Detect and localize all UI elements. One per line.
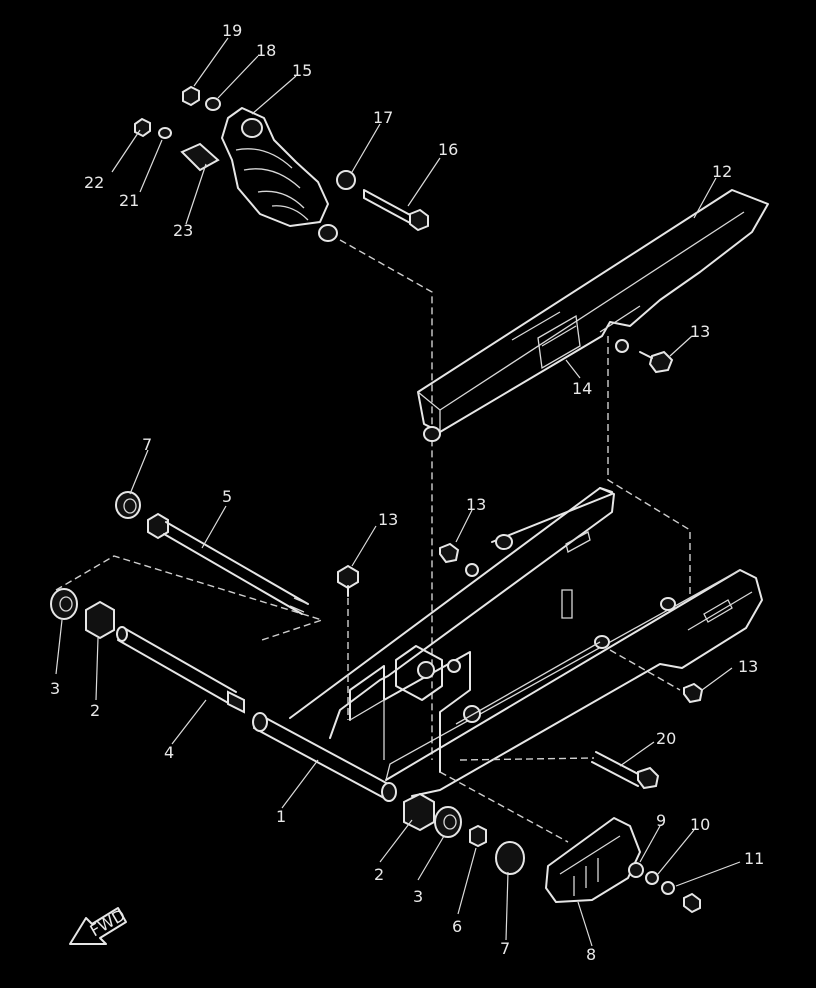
rear-shock-group: [134, 85, 433, 760]
pivot-parts-right: [403, 771, 569, 875]
callout-3-b: 3: [413, 887, 423, 906]
part-3-bearing-a: [50, 588, 78, 620]
chain-guide-group: [545, 817, 701, 914]
callout-7-a: 7: [142, 435, 152, 454]
part-13-screw-c: [439, 542, 460, 564]
part-4-shaft: [117, 627, 237, 705]
part-2-bushing-a: [85, 600, 115, 640]
callout-18: 18: [256, 41, 276, 60]
part-17-collar: [336, 170, 356, 190]
callout-11: 11: [744, 849, 764, 868]
callout-13-c: 13: [466, 495, 486, 514]
shock-upper-eye: [241, 118, 263, 138]
part-5-pivot-bolt: [163, 521, 309, 615]
callout-2-a: 2: [90, 701, 100, 720]
part-13-screw-a: [648, 350, 674, 374]
swingarm-group: [252, 487, 763, 802]
callout-12: 12: [712, 162, 732, 181]
part-23-collar: [180, 142, 220, 172]
part-15-shock-absorber: [221, 107, 329, 227]
callout-22: 22: [84, 173, 104, 192]
callout-3-a: 3: [50, 679, 60, 698]
part-14-label: [537, 314, 581, 370]
part-10-washer: [645, 871, 659, 885]
callout-14: 14: [572, 379, 592, 398]
pivot-parts-left: [50, 491, 704, 790]
callout-2-b: 2: [374, 865, 384, 884]
callout-5: 5: [222, 487, 232, 506]
part-13-screw-b: [337, 564, 359, 590]
part-3-bearing-b: [434, 806, 462, 838]
callout-6: 6: [452, 917, 462, 936]
part-18-washer: [205, 97, 221, 111]
part-1-pivot-tube: [253, 715, 393, 799]
chain-case-group: [417, 189, 769, 596]
part-13-screw-d: [683, 682, 704, 704]
callout-13-d: 13: [738, 657, 758, 676]
callout-4: 4: [164, 743, 174, 762]
callout-23: 23: [173, 221, 193, 240]
part-6-nut: [469, 824, 487, 848]
callout-9: 9: [656, 811, 666, 830]
part-11-bolt: [683, 892, 701, 914]
callout-21: 21: [119, 191, 139, 210]
leader-lines: [55, 37, 741, 947]
part-16-bolt-head: [409, 208, 429, 232]
shock-lower-eye: [318, 224, 338, 242]
part-9-washer: [628, 862, 644, 878]
callout-16: 16: [438, 140, 458, 159]
part-19-nut: [182, 85, 200, 107]
callout-7-b: 7: [500, 939, 510, 958]
callout-19: 19: [222, 21, 242, 40]
part-7-cap-b: [495, 841, 525, 875]
swingarm-right-arm: [385, 569, 763, 797]
part-8-chain-guide: [545, 817, 641, 903]
fwd-arrow: FWD: [69, 905, 129, 945]
callouts: 19 18 15 17 16 22 21 23 12 13 14 7 5 13 …: [50, 21, 764, 964]
part-16-bolt: [363, 189, 413, 225]
part-5-pivot-bolt-head: [147, 512, 169, 540]
part-11-washer: [661, 881, 675, 895]
chain-case-mount-eye: [423, 426, 441, 442]
swingarm-left-arm: [289, 487, 615, 739]
callout-8: 8: [586, 945, 596, 964]
callout-17: 17: [373, 108, 393, 127]
part-21-washer: [158, 127, 172, 139]
callout-10: 10: [690, 815, 710, 834]
callout-20: 20: [656, 729, 676, 748]
part-20-bolt: [591, 751, 643, 787]
callout-13-a: 13: [690, 322, 710, 341]
callout-13-b: 13: [378, 510, 398, 529]
callout-1: 1: [276, 807, 286, 826]
fwd-label: FWD: [87, 905, 129, 940]
callout-15: 15: [292, 61, 312, 80]
